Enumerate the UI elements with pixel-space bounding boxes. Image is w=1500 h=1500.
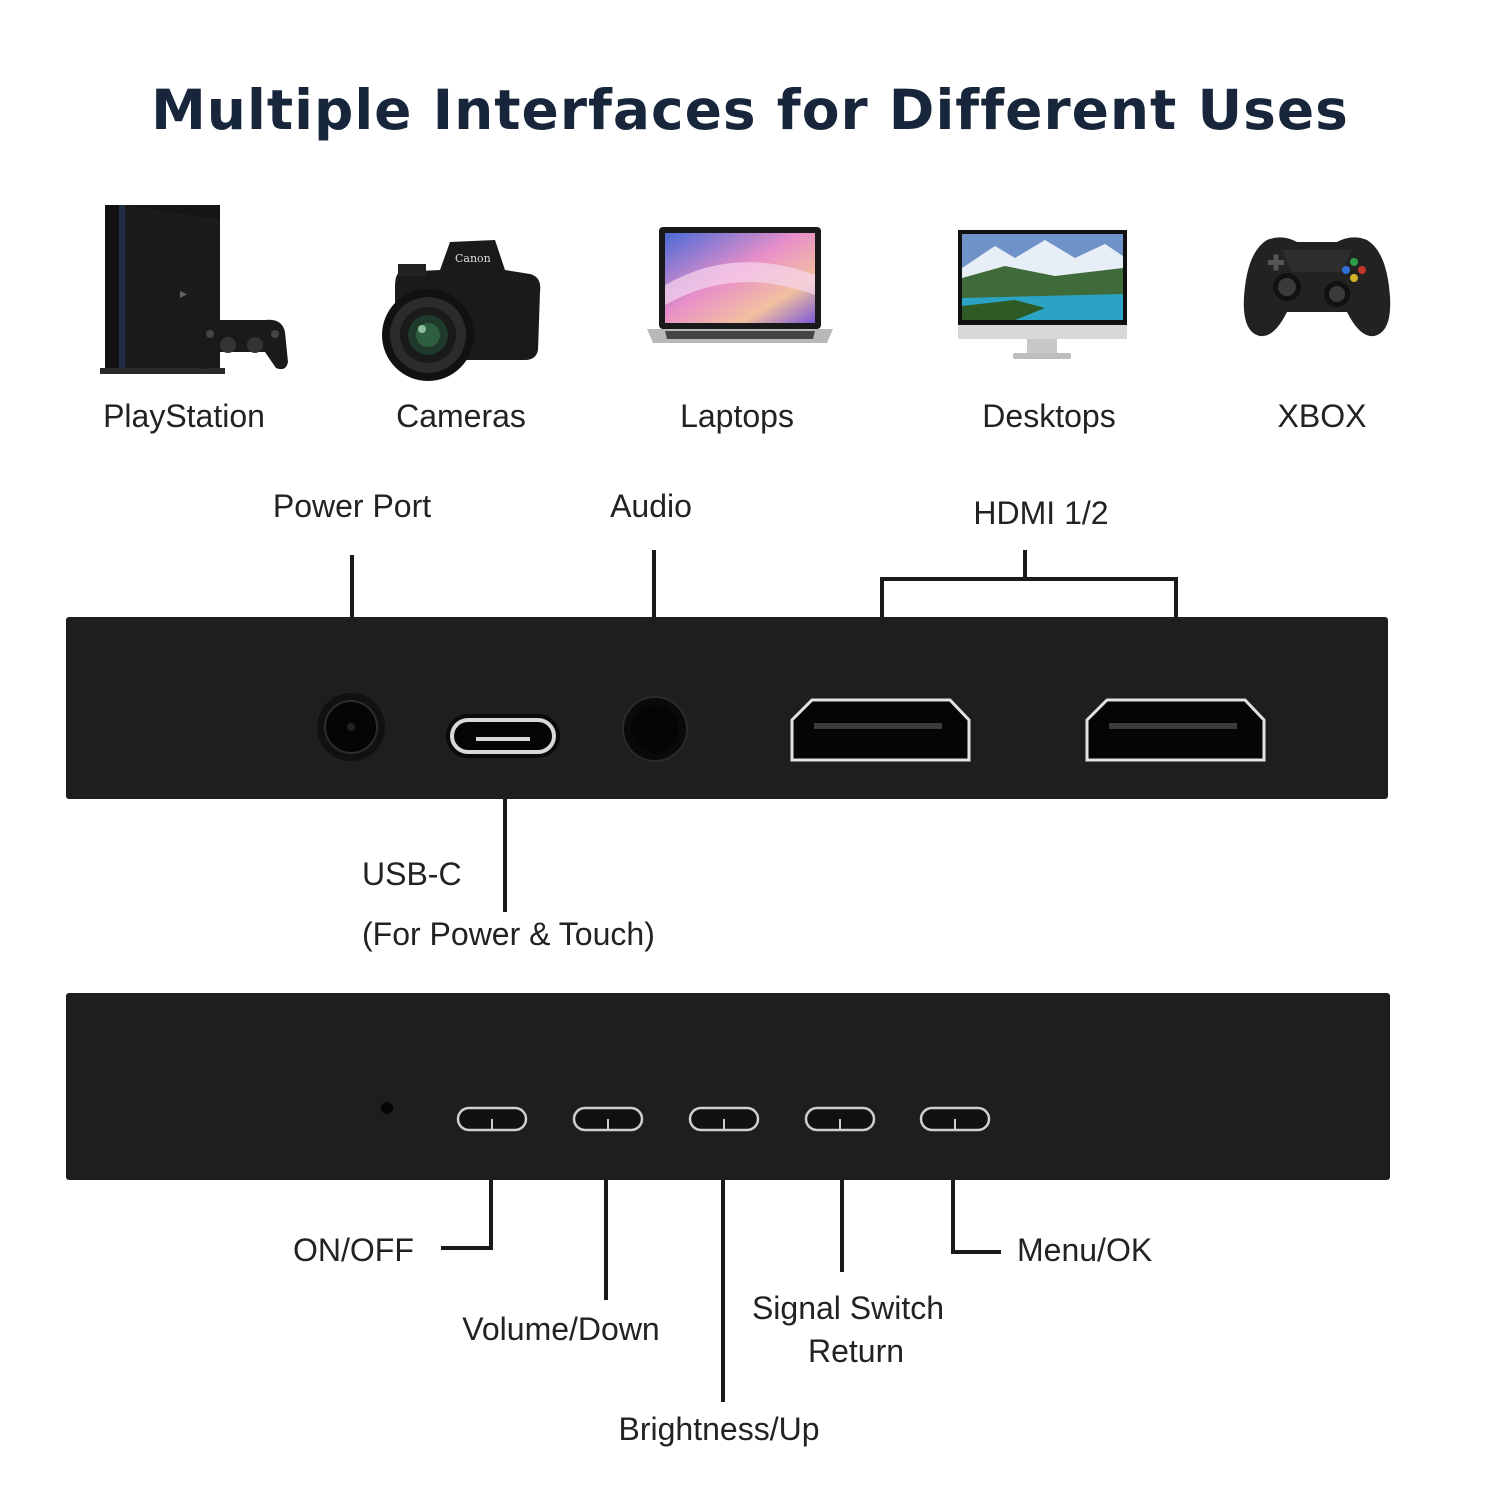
- signal-switch-leader: [840, 1180, 844, 1272]
- desktop-monitor-icon: [958, 230, 1127, 359]
- hdmi-bracket-left: [880, 577, 884, 617]
- page-title: Multiple Interfaces for Different Uses: [151, 78, 1349, 142]
- brightness-up-label: Brightness/Up: [618, 1411, 820, 1447]
- audio-label: Audio: [610, 488, 692, 524]
- hdmi-port-2[interactable]: [1085, 698, 1266, 762]
- usb-c-sublabel: (For Power & Touch): [362, 916, 655, 952]
- on-off-label: ON/OFF: [293, 1232, 414, 1268]
- usb-c-leader: [503, 799, 507, 912]
- camera-icon: Canon: [382, 240, 541, 381]
- usb-c-label: USB-C: [362, 856, 462, 892]
- device-label-xbox: XBOX: [1277, 398, 1367, 434]
- power-port-label: Power Port: [272, 488, 432, 524]
- hdmi-bracket-stem: [1023, 550, 1027, 580]
- menu-ok-leader-v: [951, 1180, 955, 1254]
- svg-text:Canon: Canon: [455, 252, 491, 265]
- usb-c-port[interactable]: [446, 714, 560, 758]
- device-label-laptops: Laptops: [680, 398, 794, 434]
- signal-switch-label: Signal Switch: [751, 1290, 945, 1326]
- playstation-icon: ▸: [100, 205, 288, 374]
- game-controller-icon: [1243, 237, 1391, 337]
- menu-ok-leader-h: [951, 1250, 1001, 1254]
- brightness-up-button[interactable]: [688, 1106, 760, 1132]
- buttons-panel: [66, 993, 1390, 1180]
- menu-ok-label: Menu/OK: [1017, 1232, 1153, 1268]
- audio-jack[interactable]: [622, 696, 688, 762]
- device-label-cameras: Cameras: [396, 398, 526, 434]
- device-label-desktops: Desktops: [982, 398, 1116, 434]
- power-port[interactable]: [317, 693, 385, 761]
- volume-down-button[interactable]: [572, 1106, 644, 1132]
- hdmi-port-1[interactable]: [790, 698, 971, 762]
- on-off-leader-v: [489, 1180, 493, 1250]
- volume-down-leader: [604, 1180, 608, 1300]
- laptop-icon: [647, 227, 833, 343]
- menu-ok-button[interactable]: [919, 1106, 991, 1132]
- on-off-button[interactable]: [456, 1106, 528, 1132]
- hdmi-bracket-bar: [880, 577, 1178, 581]
- port-panel: [66, 617, 1388, 799]
- brightness-up-leader: [721, 1180, 725, 1402]
- power-port-leader: [350, 555, 354, 617]
- hdmi-bracket-right: [1174, 577, 1178, 617]
- signal-switch-button[interactable]: [804, 1106, 876, 1132]
- signal-switch-sublabel: Return: [807, 1333, 905, 1369]
- power-indicator-led: [381, 1102, 393, 1114]
- audio-leader: [652, 550, 656, 617]
- device-label-playstation: PlayStation: [103, 398, 265, 434]
- svg-text:▸: ▸: [180, 286, 187, 302]
- on-off-leader-h: [441, 1246, 493, 1250]
- hdmi-label: HDMI 1/2: [973, 495, 1109, 531]
- volume-down-label: Volume/Down: [462, 1311, 660, 1347]
